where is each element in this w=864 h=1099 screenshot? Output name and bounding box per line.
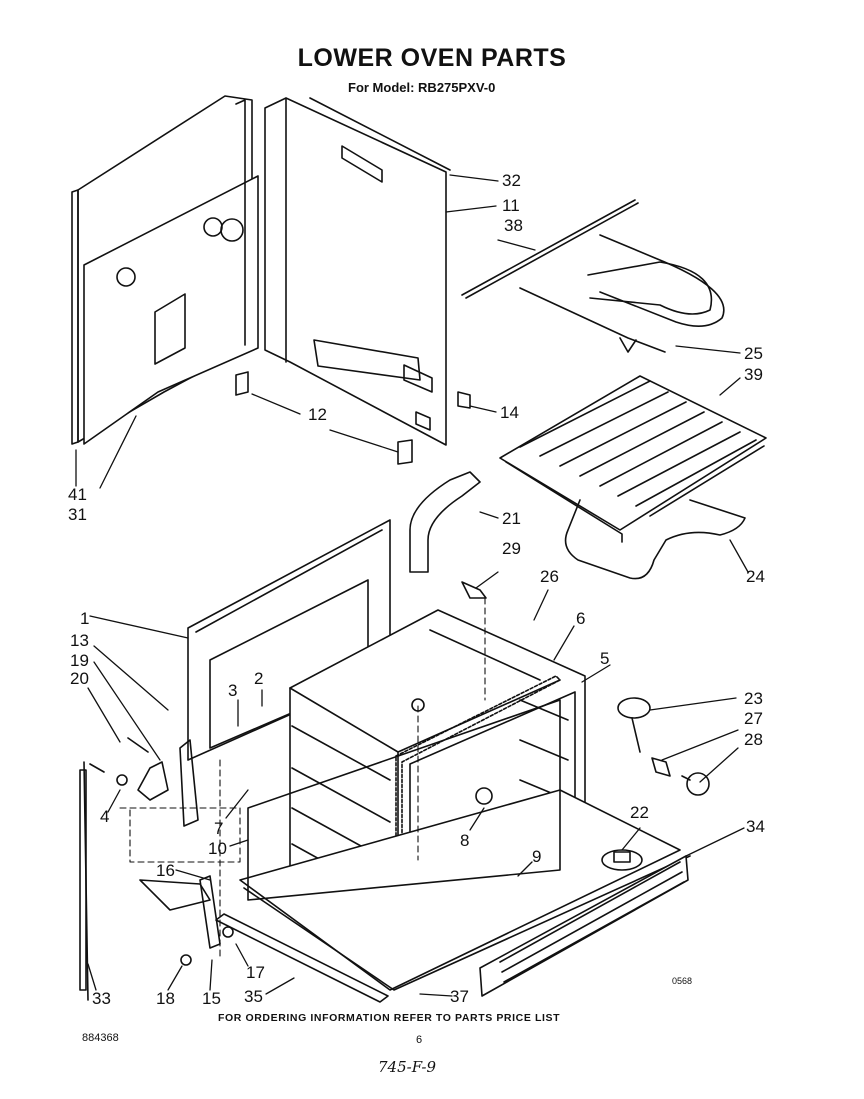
- callout-label: 13: [70, 631, 89, 650]
- callout-label: 25: [744, 344, 763, 363]
- callout-label: 16: [156, 861, 175, 880]
- bracket-12-14: [235, 371, 471, 465]
- leader-lines: [75, 174, 749, 997]
- callout-label: 28: [744, 730, 763, 749]
- vent-grille-34: [479, 855, 689, 997]
- oven-rack-39: [499, 375, 767, 543]
- callout-label: 9: [532, 847, 542, 866]
- probe-29: [461, 581, 487, 599]
- document-number: 884368: [82, 1032, 119, 1044]
- callout-label: 3: [228, 681, 238, 700]
- page-title: LOWER OVEN PARTS: [297, 44, 567, 72]
- callout-label: 33: [92, 989, 111, 1008]
- ordering-note: FOR ORDERING INFORMATION REFER TO PARTS …: [218, 1012, 561, 1024]
- trim-35: [215, 913, 389, 1003]
- light-assembly: [617, 697, 710, 796]
- side-panel-11: [264, 97, 451, 446]
- callout-label: 15: [202, 989, 221, 1008]
- figure-code: 0568: [672, 976, 693, 986]
- callout-label: 23: [744, 689, 763, 708]
- callout-label: 31: [68, 505, 87, 524]
- vent-tube-21: [409, 471, 481, 573]
- callout-label: 35: [244, 987, 263, 1006]
- callout-label: 7: [214, 819, 224, 838]
- callout-label: 8: [460, 831, 470, 850]
- callout-label: 29: [502, 539, 521, 558]
- callout-label: 22: [630, 803, 649, 822]
- callout-label: 21: [502, 509, 521, 528]
- page-number: 6: [416, 1034, 423, 1046]
- callout-label: 32: [502, 171, 521, 190]
- callout-label: 17: [246, 963, 265, 982]
- callout-label: 6: [576, 609, 586, 628]
- callout-label: 37: [450, 987, 469, 1006]
- callout-label: 4: [100, 807, 110, 826]
- callout-label: 12: [308, 405, 327, 424]
- callout-label: 19: [70, 651, 89, 670]
- bake-element-24: [564, 499, 746, 580]
- callout-label: 24: [746, 567, 765, 586]
- hinge-parts: [79, 737, 234, 1001]
- callout-label: 20: [70, 669, 89, 688]
- callout-label: 5: [600, 649, 610, 668]
- oven-bottom-37: [239, 699, 691, 991]
- rear-panel-41-31: [71, 95, 259, 445]
- callout-label: 14: [500, 403, 519, 422]
- callout-label: 27: [744, 709, 763, 728]
- callout-label: 11: [502, 196, 520, 215]
- callout-label: 1: [80, 609, 90, 628]
- callout-label: 34: [746, 817, 765, 836]
- model-subtitle: For Model: RB275PXV-0: [348, 80, 496, 95]
- handwritten-note: 745-F-9: [378, 1058, 437, 1076]
- callout-label: 41: [68, 485, 87, 504]
- callout-label: 10: [208, 839, 227, 858]
- callout-label: 18: [156, 989, 175, 1008]
- callout-label: 39: [744, 365, 763, 384]
- broil-element-25: [461, 199, 725, 353]
- callout-label: 38: [504, 216, 523, 235]
- callout-label: 26: [540, 567, 559, 586]
- callout-label: 2: [254, 669, 264, 688]
- dashed-guides: [119, 597, 486, 961]
